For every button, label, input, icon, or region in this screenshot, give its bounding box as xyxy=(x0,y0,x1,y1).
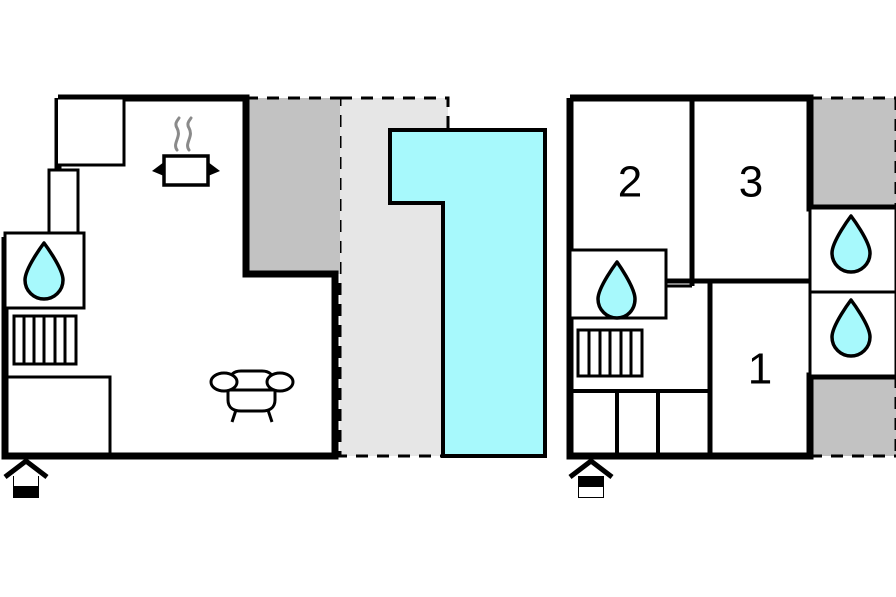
covered-terrace-lower-fill xyxy=(810,376,896,456)
narrow-shaft-room[interactable] xyxy=(47,168,80,236)
sofa-icon xyxy=(209,369,295,423)
entrance-door-upper-panel xyxy=(14,476,38,486)
covered-terrace-fill xyxy=(246,98,340,274)
entrance-marker-first[interactable] xyxy=(568,457,614,498)
covered-terrace-upper-fill xyxy=(810,98,896,208)
room-number-2: 2 xyxy=(618,158,642,207)
small-top-left-room[interactable] xyxy=(58,96,126,167)
water-drop-icon xyxy=(830,298,872,358)
ground-floor-plan[interactable] xyxy=(1,94,547,498)
entrance-marker-ground[interactable] xyxy=(3,457,49,498)
covered-terrace-lower-area xyxy=(810,374,896,458)
ground-floor-outer-wall xyxy=(1,94,339,460)
swimming-pool[interactable] xyxy=(388,128,547,458)
water-drop-shape xyxy=(830,214,872,274)
cooktop-handle-left xyxy=(152,162,164,176)
cooktop-pot-body xyxy=(162,154,210,187)
first-floor-plan[interactable]: 2 3 1 xyxy=(566,94,896,498)
water-drop-shape xyxy=(596,260,637,320)
radiator-icon xyxy=(576,328,644,378)
water-drop-icon xyxy=(596,260,637,320)
water-drop-shape xyxy=(830,298,872,358)
cooktop-handle-right xyxy=(208,162,220,176)
cooktop-steam-right xyxy=(186,116,193,152)
sofa-leg-left xyxy=(230,409,238,423)
room-number-1: 1 xyxy=(748,345,772,394)
water-drop-icon xyxy=(23,241,65,301)
room-number-3: 3 xyxy=(739,158,763,207)
covered-terrace-upper-area xyxy=(810,96,896,210)
sofa-armrest-right xyxy=(265,371,295,393)
ground-storage-room[interactable] xyxy=(5,375,112,456)
sofa-armrest-left xyxy=(209,371,239,393)
water-drop-icon xyxy=(830,214,872,274)
covered-terrace-area xyxy=(246,96,340,274)
cooktop-icon xyxy=(152,116,220,187)
sofa-leg-right xyxy=(266,409,274,423)
entrance-roof xyxy=(3,457,49,479)
entrance-roof xyxy=(568,457,614,479)
water-drop-shape xyxy=(23,241,65,301)
entrance-door-lower-panel xyxy=(579,487,603,497)
radiator-icon xyxy=(12,314,78,366)
cooktop-steam-left xyxy=(174,116,181,152)
ground-floor-interior-fill xyxy=(5,98,335,456)
